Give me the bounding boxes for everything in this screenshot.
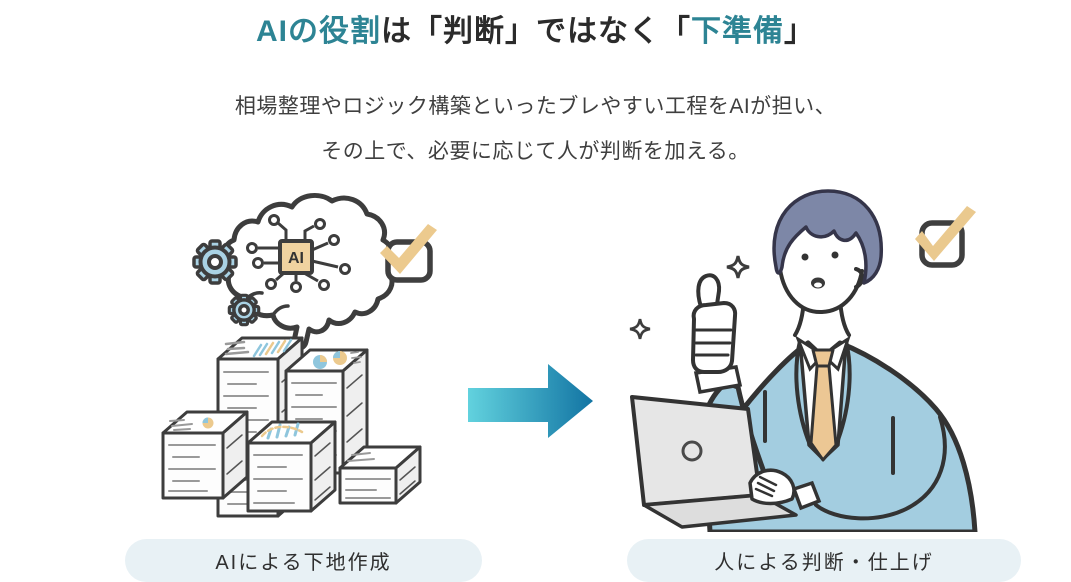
caption-human-judgment: 人による判断・仕上げ — [627, 539, 1021, 582]
human-judgment-illustration — [629, 189, 978, 532]
title-accent-preparation: 下準備 — [691, 15, 784, 48]
caption-ai-groundwork: AIによる下地作成 — [125, 539, 482, 582]
check-icon — [915, 206, 976, 261]
caption-ai-groundwork-label: AIによる下地作成 — [215, 552, 392, 574]
title-accent-ai-role: AIの役割 — [256, 15, 381, 48]
ai-chip-icon: AI — [278, 239, 314, 275]
subtitle: 相場整理やロジック構築といったブレやすい工程をAIが担い、 その上で、必要に応じ… — [0, 84, 1071, 174]
gear-icon — [192, 239, 261, 327]
sparkle-icon — [629, 255, 750, 340]
title-text-middle: は「判断」ではなく「 — [381, 15, 691, 48]
ai-chip-label: AI — [288, 250, 304, 267]
brain-circuit-icon: AI — [220, 193, 397, 351]
laptop-icon — [630, 395, 798, 529]
title-text-end: 」 — [784, 15, 815, 48]
hair — [772, 189, 883, 285]
checked-checkbox-icon — [915, 206, 976, 268]
check-icon — [380, 224, 437, 274]
documents-stack-icon — [161, 336, 422, 518]
checked-checkbox-icon — [380, 224, 437, 283]
businessman-thumbs-up-icon — [630, 189, 978, 532]
necktie — [809, 348, 838, 462]
page-title: AIの役割は「判断」ではなく「下準備」 — [0, 6, 1071, 50]
ai-groundwork-illustration: AI — [161, 193, 437, 518]
caption-human-judgment-label: 人による判断・仕上げ — [714, 552, 934, 574]
subtitle-line-1: 相場整理やロジック構築といったブレやすい工程をAIが担い、 — [234, 95, 837, 118]
subtitle-line-2: その上で、必要に応じて人が判断を加える。 — [321, 140, 750, 163]
thumbs-up-hand — [691, 273, 738, 374]
arrow-right-icon — [468, 364, 593, 438]
